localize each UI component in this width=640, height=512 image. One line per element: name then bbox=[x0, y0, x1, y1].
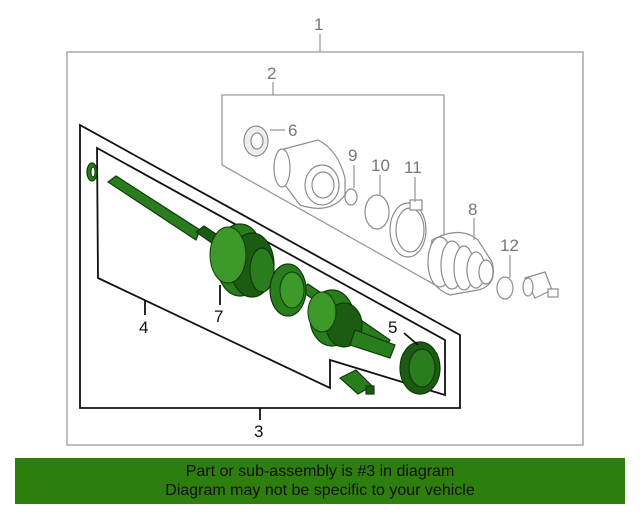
part-8-boot[interactable] bbox=[427, 231, 494, 296]
boot-part[interactable] bbox=[273, 139, 346, 209]
assembly-4-frame bbox=[96, 146, 446, 397]
callout-2[interactable]: 2 bbox=[267, 64, 276, 83]
circlip-part[interactable] bbox=[86, 162, 98, 182]
info-banner: Part or sub-assembly is #3 in diagram Di… bbox=[15, 458, 625, 504]
assembly-3-frame bbox=[79, 123, 461, 409]
outer-cv-joint[interactable] bbox=[307, 289, 396, 359]
callout-6[interactable]: 6 bbox=[288, 121, 297, 140]
callout-8[interactable]: 8 bbox=[468, 200, 477, 219]
part-9-clip[interactable] bbox=[344, 188, 358, 206]
callout-11[interactable]: 11 bbox=[404, 158, 422, 177]
callout-4[interactable]: 4 bbox=[139, 318, 148, 337]
callout-5-leader bbox=[403, 332, 419, 346]
part-11-clamp[interactable] bbox=[389, 199, 427, 258]
part-7-cv-joint[interactable] bbox=[209, 223, 275, 298]
part-12-clamp[interactable] bbox=[496, 276, 514, 300]
callout-5[interactable]: 5 bbox=[388, 318, 397, 337]
parts-diagram: 1 2 3 4 6 9 10 11 bbox=[66, 15, 584, 446]
stub-shaft-part[interactable] bbox=[338, 369, 375, 395]
banner-line-1: Part or sub-assembly is #3 in diagram bbox=[185, 463, 455, 480]
callout-1[interactable]: 1 bbox=[314, 15, 323, 34]
callout-3[interactable]: 3 bbox=[254, 422, 263, 441]
dust-seal-part[interactable] bbox=[522, 271, 559, 299]
middle-boot[interactable] bbox=[269, 263, 307, 317]
part-5-seal[interactable] bbox=[399, 341, 441, 395]
part-10-ring[interactable] bbox=[364, 194, 390, 230]
part-6-ring[interactable] bbox=[243, 125, 269, 157]
callout-9[interactable]: 9 bbox=[348, 146, 357, 165]
callout-12[interactable]: 12 bbox=[500, 236, 519, 255]
callout-10[interactable]: 10 bbox=[371, 156, 390, 175]
banner-line-2: Diagram may not be specific to your vehi… bbox=[165, 482, 475, 499]
assembly-1-frame bbox=[66, 51, 584, 446]
callout-7[interactable]: 7 bbox=[214, 307, 223, 326]
